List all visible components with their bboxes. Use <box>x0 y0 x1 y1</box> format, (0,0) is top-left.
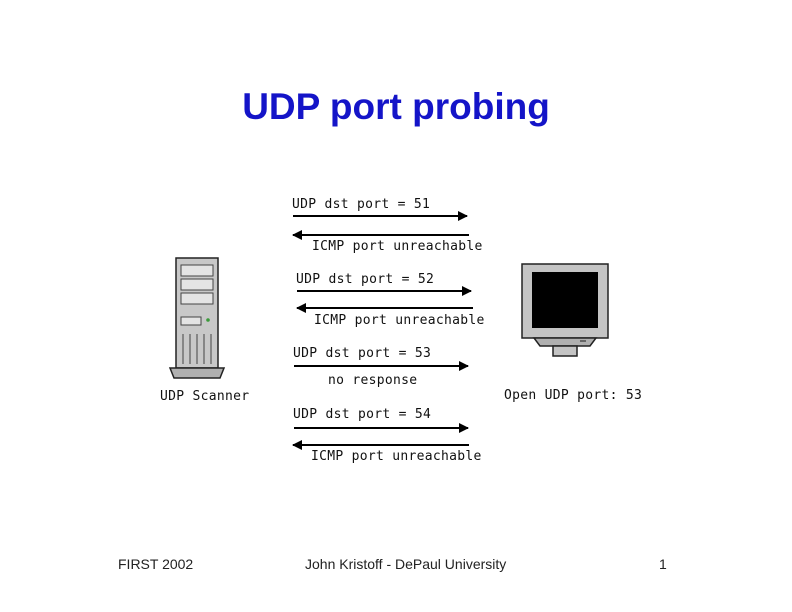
page-number: 1 <box>659 556 667 572</box>
request-label-51: UDP dst port = 51 <box>292 197 431 212</box>
target-label: Open UDP port: 53 <box>504 388 643 403</box>
server-tower-icon <box>168 257 226 379</box>
reply-label-53: no response <box>328 373 418 388</box>
request-label-52: UDP dst port = 52 <box>296 272 435 287</box>
reply-label-54: ICMP port unreachable <box>311 449 482 464</box>
reply-label-51: ICMP port unreachable <box>312 239 483 254</box>
footer-event: FIRST 2002 <box>118 556 194 572</box>
request-label-54: UDP dst port = 54 <box>293 407 432 422</box>
request-label-53: UDP dst port = 53 <box>293 346 432 361</box>
monitor-icon <box>521 263 609 357</box>
slide-title: UDP port probing <box>242 86 550 127</box>
footer-author: John Kristoff - DePaul University <box>305 556 507 572</box>
scanner-label: UDP Scanner <box>160 389 250 404</box>
reply-label-52: ICMP port unreachable <box>314 313 485 328</box>
